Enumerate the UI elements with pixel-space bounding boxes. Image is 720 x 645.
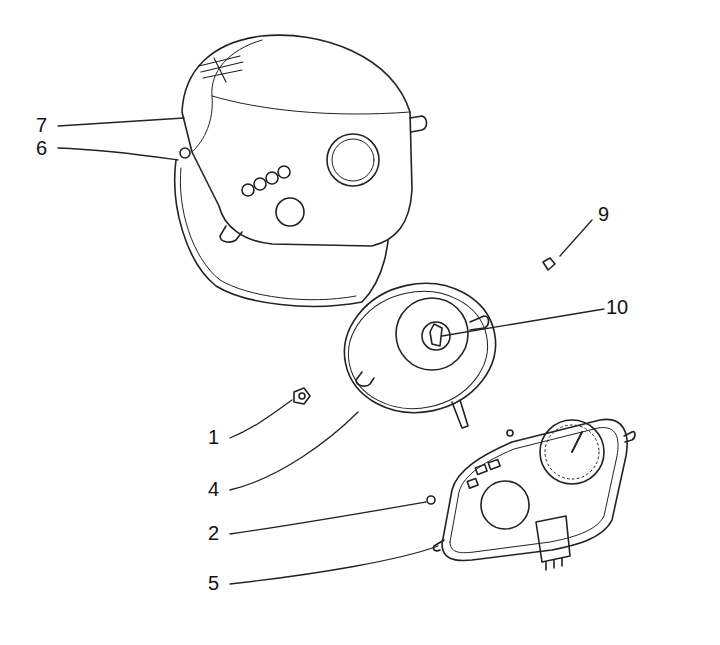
housing-tab [410,116,427,132]
housing-crease [192,40,262,152]
reflector-tab [470,316,489,330]
headlight-bulb [430,324,442,346]
headlight-opening-rim [332,139,374,181]
leader-line [230,412,358,490]
indicator-hole [242,184,254,196]
hatch-marks [199,56,243,82]
warning-light [475,464,487,474]
housing-shell [182,35,412,246]
housing-crease [212,96,410,114]
reflector-tab [356,372,374,386]
reflector-tab [452,400,468,428]
indicator-hole [254,178,266,190]
callout-number: 9 [598,203,609,225]
screw-head [180,148,190,158]
callout-number: 6 [36,137,47,159]
leader-line [58,118,184,126]
speedometer-needle [572,432,582,452]
screw [294,388,310,404]
gauge-window [481,481,529,529]
callout-number: 5 [208,572,219,594]
screw-center [299,393,305,399]
connector-block [536,516,570,562]
housing-tab [220,226,242,242]
gauge-opening [276,198,304,226]
indicator-hole [278,166,290,178]
callout-number: 7 [36,114,47,136]
cluster-tab [624,432,635,442]
leader-line [560,220,592,256]
callout-number: 2 [208,522,219,544]
leader-line [230,502,426,534]
warning-light [467,478,478,488]
leader-line [58,148,178,160]
connector-pins [546,558,562,570]
cluster-tab [433,540,444,551]
cluster-bezel [450,428,618,553]
cluster-screw [507,430,513,436]
indicator-hole [266,172,278,184]
callout-number: 10 [606,296,628,318]
speedometer-scale [545,425,599,479]
callout-number: 1 [208,426,219,448]
headlight-opening [327,134,379,186]
warning-light [488,459,500,469]
small-bulb [427,496,435,504]
leader-line [442,309,604,336]
leader-line [230,400,292,438]
callout-number: 4 [208,478,219,500]
leader-line [230,546,438,584]
instrument-cluster [442,419,627,560]
speedometer [540,420,604,484]
headlight-reflector [332,270,507,427]
reflector-rim [337,279,498,422]
small-bulb [543,258,555,270]
